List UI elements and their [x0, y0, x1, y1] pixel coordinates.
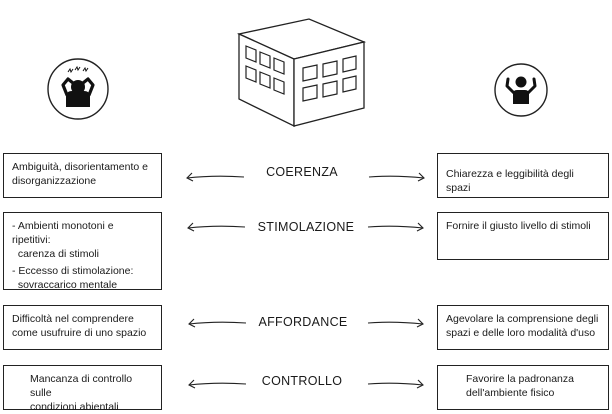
solution-line: Favorire la padronanza	[466, 373, 574, 385]
problem-line: - Ambienti monotoni e ripetitivi:	[12, 220, 114, 246]
problem-line: Difficoltà nel comprendere	[12, 313, 134, 325]
right-arrow-icon	[367, 318, 424, 328]
left-arrow-icon	[186, 172, 245, 182]
solution-box-coerenza: Chiarezza e leggibilità degli spazi	[437, 153, 609, 198]
solution-box-controllo: Favorire la padronanza dell'ambiente fis…	[437, 365, 609, 410]
left-arrow-icon	[188, 318, 247, 328]
building-icon	[236, 18, 367, 128]
solution-line: dell'ambiente fisico	[466, 387, 555, 399]
solution-line: Chiarezza e leggibilità degli spazi	[446, 168, 574, 194]
problem-line: disorganizzazione	[12, 175, 97, 187]
problem-box-controllo: Mancanza di controllo sulle condizioni a…	[3, 365, 162, 413]
solution-line: Fornire il giusto livello di stimoli	[446, 220, 591, 232]
problem-line: condizioni abientali	[30, 401, 119, 413]
solution-box-stimolazione: Fornire il giusto livello di stimoli	[437, 212, 609, 260]
concept-label-controllo: CONTROLLO	[261, 374, 343, 388]
problem-line: carenza di stimoli	[12, 248, 99, 260]
problem-box-coerenza: Ambiguità, disorientamento e disorganizz…	[3, 153, 162, 198]
right-arrow-icon	[368, 172, 425, 182]
left-arrow-icon	[187, 222, 246, 232]
concept-label-stimolazione: STIMOLAZIONE	[257, 220, 355, 234]
problem-line: Ambiguità, disorientamento e	[12, 161, 148, 173]
problem-line: Mancanza di controllo sulle	[30, 373, 133, 399]
problem-box-stimolazione: - Ambienti monotoni e ripetitivi: carenz…	[3, 212, 162, 291]
right-arrow-icon	[367, 379, 424, 389]
right-arrow-icon	[367, 222, 424, 232]
solution-line: spazi e delle loro modalità d'uso	[446, 327, 596, 339]
left-arrow-icon	[188, 379, 247, 389]
solution-box-affordance: Agevolare la comprensione degli spazi e …	[437, 305, 609, 350]
stressed-person-icon	[47, 58, 109, 120]
solution-line: Agevolare la comprensione degli	[446, 313, 599, 325]
problem-line: come usufruire di uno spazio	[12, 327, 147, 339]
problem-line: - Eccesso di stimolazione:	[12, 265, 134, 277]
happy-person-icon	[494, 63, 548, 117]
problem-box-affordance: Difficoltà nel comprendere come usufruir…	[3, 305, 162, 350]
concept-label-affordance: AFFORDANCE	[258, 315, 348, 329]
problem-line: sovraccarico mentale	[12, 279, 118, 291]
concept-label-coerenza: COERENZA	[266, 165, 338, 179]
